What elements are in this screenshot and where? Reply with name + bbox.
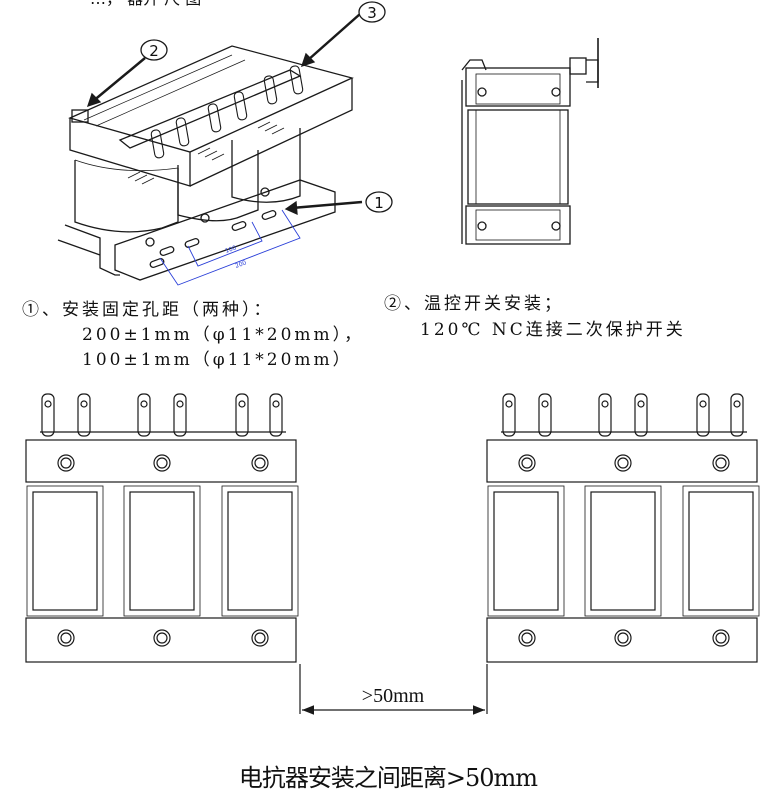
front-view-reactor-left xyxy=(25,393,299,663)
hole-spacing-dimensions xyxy=(159,209,301,286)
note-mounting-holes-line3: 100±1mm（φ11*20mm） xyxy=(82,350,353,370)
front-view-reactor-right xyxy=(486,393,760,663)
dim-200-label: 200 xyxy=(234,259,247,270)
header-fragment: …， 器开 尺 图 xyxy=(90,0,201,8)
isometric-reactor-view xyxy=(57,1,393,281)
gap-dimension-label: >50mm xyxy=(362,685,425,707)
callout-2: 2 xyxy=(149,42,159,60)
dim-100-label: 100 xyxy=(224,244,237,255)
note-thermal-switch-line1: ②、温控开关安装； xyxy=(384,294,564,314)
callout-3: 3 xyxy=(367,4,377,22)
gap-dimension xyxy=(299,664,488,715)
side-view-reactor xyxy=(461,38,599,245)
callout-1: 1 xyxy=(374,194,384,212)
note-mounting-holes-line1: ①、安装固定孔距（两种）： xyxy=(22,300,274,320)
diagram-caption: 电抗器安装之间距离>50mm xyxy=(238,764,538,792)
note-thermal-switch-line2: 120℃ NC连接二次保护开关 xyxy=(420,320,686,340)
note-mounting-holes-line2: 200±1mm（φ11*20mm）， xyxy=(82,325,365,345)
